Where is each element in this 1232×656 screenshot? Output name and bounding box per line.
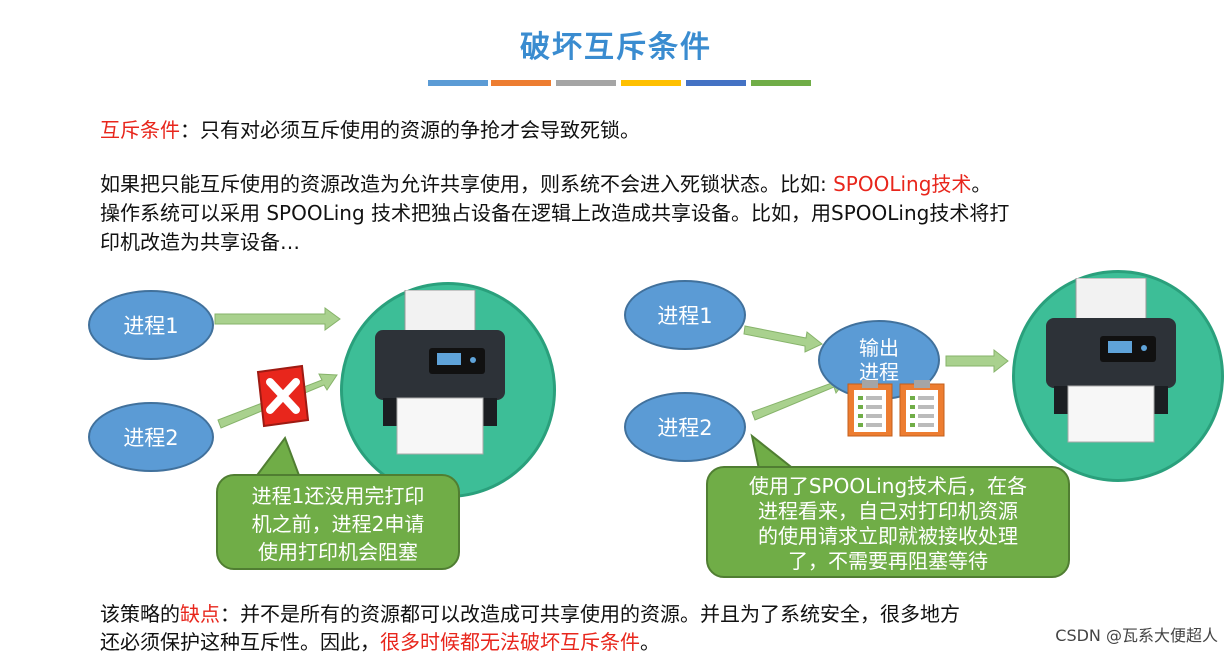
bubble-pointer-left — [253, 435, 302, 479]
color-bar-segment — [556, 80, 616, 86]
arrow-r-process1-output — [743, 325, 823, 353]
output-process-label: 输出 — [859, 336, 899, 360]
left-process1-label: 进程1 — [123, 314, 179, 338]
drawback-line-1: 该策略的缺点：并不是所有的资源都可以改造成可共享使用的资源。并且为了系统安全，很… — [100, 600, 960, 628]
color-bar-segment — [751, 80, 811, 86]
left-process1: 进程1 — [88, 290, 214, 360]
color-bar-segment — [686, 80, 746, 86]
left-explanation-bubble: 进程1还没用完打印 机之前，进程2申请 使用打印机会阻塞 — [216, 474, 460, 570]
right-explanation-bubble: 使用了SPOOLing技术后，在各 进程看来，自己对打印机资源 的使用请求立即就… — [706, 466, 1070, 578]
page-title: 破坏互斥条件 — [520, 30, 712, 65]
color-bar-segment — [621, 80, 681, 86]
spooling-highlight: SPOOLing技术 — [833, 172, 972, 196]
csdn-watermark: CSDN @瓦系大便超人 — [1055, 626, 1218, 645]
mutex-definition: 互斥条件：只有对必须互斥使用的资源的争抢才会导致死锁。 — [100, 116, 640, 145]
right-process2-label: 进程2 — [657, 416, 713, 440]
left-process2: 进程2 — [88, 402, 214, 472]
drawback-paragraph: 该策略的缺点：并不是所有的资源都可以改造成可共享使用的资源。并且为了系统安全，很… — [100, 600, 960, 656]
right-process1-label: 进程1 — [657, 304, 713, 328]
right-bubble-line: 了，不需要再阻塞等待 — [788, 549, 988, 573]
right-process1: 进程1 — [624, 280, 746, 350]
color-bar-segment — [428, 80, 488, 86]
spooling-paragraph: 如果把只能互斥使用的资源改造为允许共享使用，则系统不会进入死锁状态。比如: SP… — [100, 170, 1009, 257]
drawback-text: 还必须保护这种互斥性。因此， — [100, 630, 380, 654]
color-bar-segment — [491, 80, 551, 86]
mutex-definition-text: ：只有对必须互斥使用的资源的争抢才会导致死锁。 — [180, 118, 640, 142]
spooling-line-1: 如果把只能互斥使用的资源改造为允许共享使用，则系统不会进入死锁状态。比如: SP… — [100, 170, 1009, 199]
spooling-line-1-end: 。 — [971, 172, 992, 196]
clipboard-icon — [899, 380, 945, 437]
right-bubble-line: 使用了SPOOLing技术后，在各 — [748, 474, 1028, 498]
left-bubble-line: 进程1还没用完打印 — [251, 484, 425, 508]
right-bubble-line: 的使用请求立即就被接收处理 — [758, 524, 1018, 548]
drawback-text: ：并不是所有的资源都可以改造成可共享使用的资源。并且为了系统安全，很多地方 — [220, 602, 960, 626]
spooling-line-3: 印机改造为共享设备… — [100, 230, 300, 254]
drawback-text: 。 — [640, 630, 660, 654]
right-bubble-line: 进程看来，自己对打印机资源 — [758, 499, 1018, 523]
drawback-line-2: 还必须保护这种互斥性。因此，很多时候都无法破坏互斥条件。 — [100, 628, 960, 656]
drawback-highlight: 缺点 — [180, 602, 220, 626]
spooling-line-2: 操作系统可以采用 SPOOLing 技术把独占设备在逻辑上改造成共享设备。比如，… — [100, 201, 1010, 225]
blocked-x-icon — [256, 364, 310, 428]
spooling-line-1-text: 如果把只能互斥使用的资源改造为允许共享使用，则系统不会进入死锁状态。比如: — [100, 172, 834, 196]
left-bubble-line: 使用打印机会阻塞 — [258, 540, 418, 564]
arrow-process1-printer — [214, 307, 341, 331]
conclusion-highlight: 很多时候都无法破坏互斥条件 — [380, 630, 640, 654]
mutex-term: 互斥条件 — [100, 118, 180, 142]
arrow-output-printer — [945, 348, 1009, 374]
left-process2-label: 进程2 — [123, 426, 179, 450]
clipboard-icon — [847, 380, 893, 437]
right-process2: 进程2 — [624, 392, 746, 462]
right-printer-icon — [1046, 278, 1176, 443]
left-printer-icon — [375, 290, 505, 455]
drawback-text: 该策略的 — [100, 602, 180, 626]
left-bubble-line: 机之前，进程2申请 — [251, 512, 425, 536]
